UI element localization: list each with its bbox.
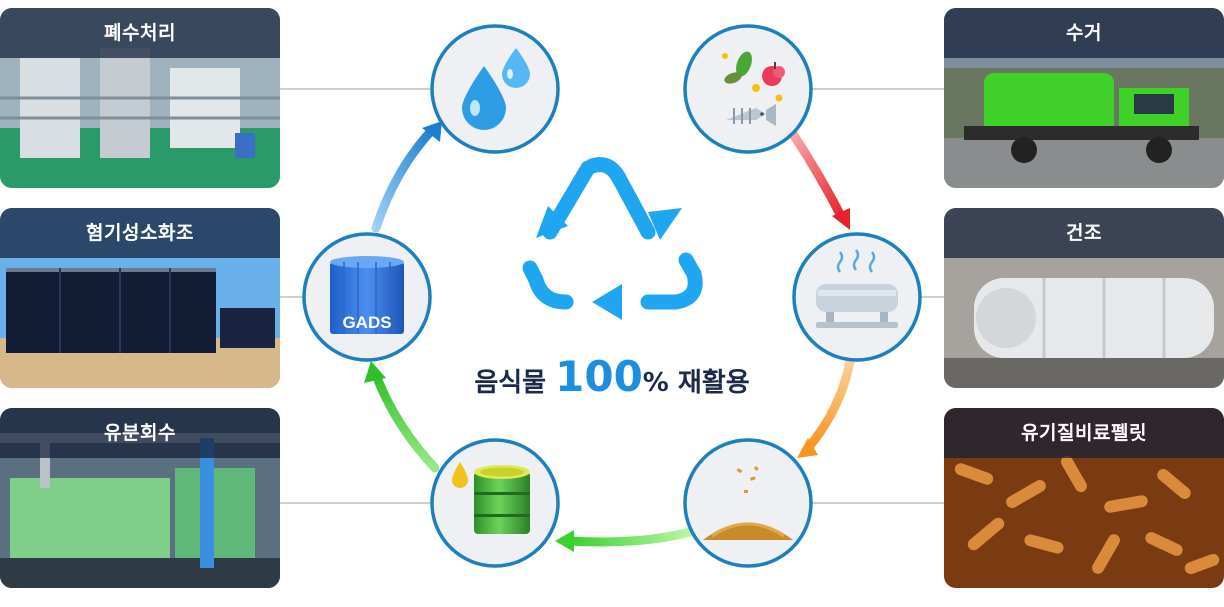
gads-label: GADS xyxy=(342,313,391,332)
card-label-bar xyxy=(0,408,280,458)
card-connector-lines xyxy=(280,88,944,504)
card-label-bar xyxy=(0,8,280,58)
card-label-bar xyxy=(944,408,1224,458)
food-waste-icon xyxy=(722,51,785,126)
card-label-bar xyxy=(0,208,280,258)
arrowhead-blue xyxy=(422,121,442,142)
center-caption: 음식물 100% 재활용 xyxy=(462,352,762,412)
gads-tank-icon: GADS xyxy=(330,256,404,334)
card-label-bar xyxy=(944,208,1224,258)
card-label: 유분회수 xyxy=(104,422,176,444)
oil-recovery-machine-image xyxy=(0,408,280,588)
card-label-bar xyxy=(944,8,1224,58)
caption-prefix: 음식물 xyxy=(474,368,556,398)
card-drying: 건조 xyxy=(944,208,1224,388)
card-label: 혐기성소화조 xyxy=(86,222,194,244)
compost-pile-icon xyxy=(703,465,793,540)
arrow-collect-to-dry xyxy=(788,129,847,223)
card-label: 수거 xyxy=(1066,22,1102,44)
node-pellet xyxy=(683,438,813,568)
arrow-dry-to-pellet xyxy=(803,357,855,453)
arrow-compost-to-oil xyxy=(565,527,695,547)
arrow-oil-to-gads xyxy=(371,370,440,473)
recycle-arrowhead-2 xyxy=(592,284,622,320)
card-label: 건조 xyxy=(1066,222,1102,244)
card-label: 폐수처리 xyxy=(104,22,176,44)
recycle-arrowhead-3 xyxy=(648,208,682,240)
node-water-treatment xyxy=(430,24,560,154)
node-anaerobic-digester: GADS xyxy=(302,232,432,362)
card-anaerobic-digester: 혐기성소화조 xyxy=(0,208,280,388)
arrowhead-green-bottom xyxy=(555,530,574,552)
dryer-icon xyxy=(816,249,898,328)
node-oil-recovery xyxy=(430,438,560,568)
card-collection: 수거 xyxy=(944,8,1224,188)
card-wastewater-treatment: 폐수처리 xyxy=(0,8,280,188)
recycle-arrowhead-1 xyxy=(536,206,568,238)
caption-suffix: % 재활용 xyxy=(642,368,750,398)
oil-drum-icon xyxy=(452,462,530,534)
node-drying xyxy=(792,232,922,362)
node-collection xyxy=(683,24,813,154)
card-organic-fertilizer-pellet: 유기질비료펠릿 xyxy=(944,408,1224,588)
arrow-gads-to-water xyxy=(371,125,437,233)
arrowhead-red xyxy=(832,208,850,230)
arrowhead-orange xyxy=(797,438,818,458)
caption-number: 100 xyxy=(555,352,643,401)
card-label: 유기질비료펠릿 xyxy=(1021,422,1147,444)
water-drops-icon xyxy=(462,48,530,130)
arrowhead-green-left xyxy=(364,361,386,383)
card-oil-recovery: 유분회수 xyxy=(0,408,280,588)
